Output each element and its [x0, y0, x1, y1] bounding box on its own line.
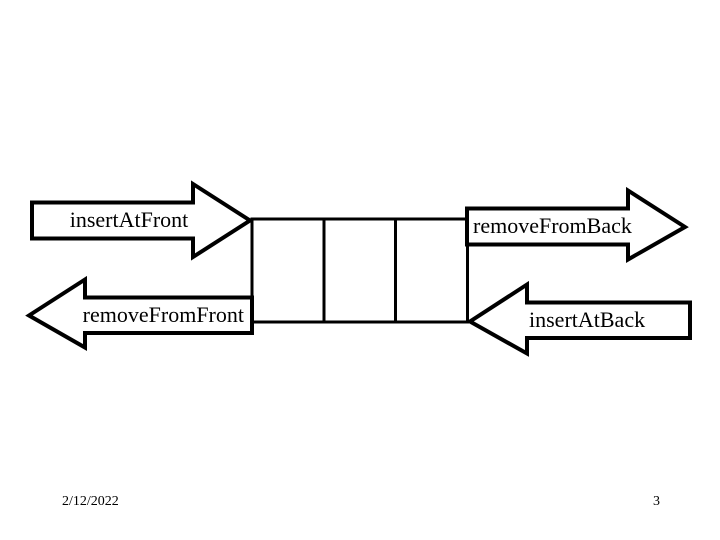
- remove-from-back-label: removeFromBack: [473, 213, 632, 238]
- deque-array: [250, 217, 469, 324]
- slide-date: 2/12/2022: [62, 494, 119, 509]
- insert-at-front-label: insertAtFront: [69, 207, 189, 232]
- remove-from-front-arrow: [25, 275, 254, 351]
- remove-from-front-label: removeFromFront: [82, 302, 244, 327]
- remove-from-back-arrow: [465, 186, 689, 263]
- insert-at-back-arrow: [466, 280, 692, 357]
- slide-page-number: 3: [653, 494, 660, 509]
- insert-at-front-arrow: [30, 180, 254, 261]
- insert-at-back-label: insertAtBack: [529, 307, 646, 332]
- array-outline: [250, 217, 469, 324]
